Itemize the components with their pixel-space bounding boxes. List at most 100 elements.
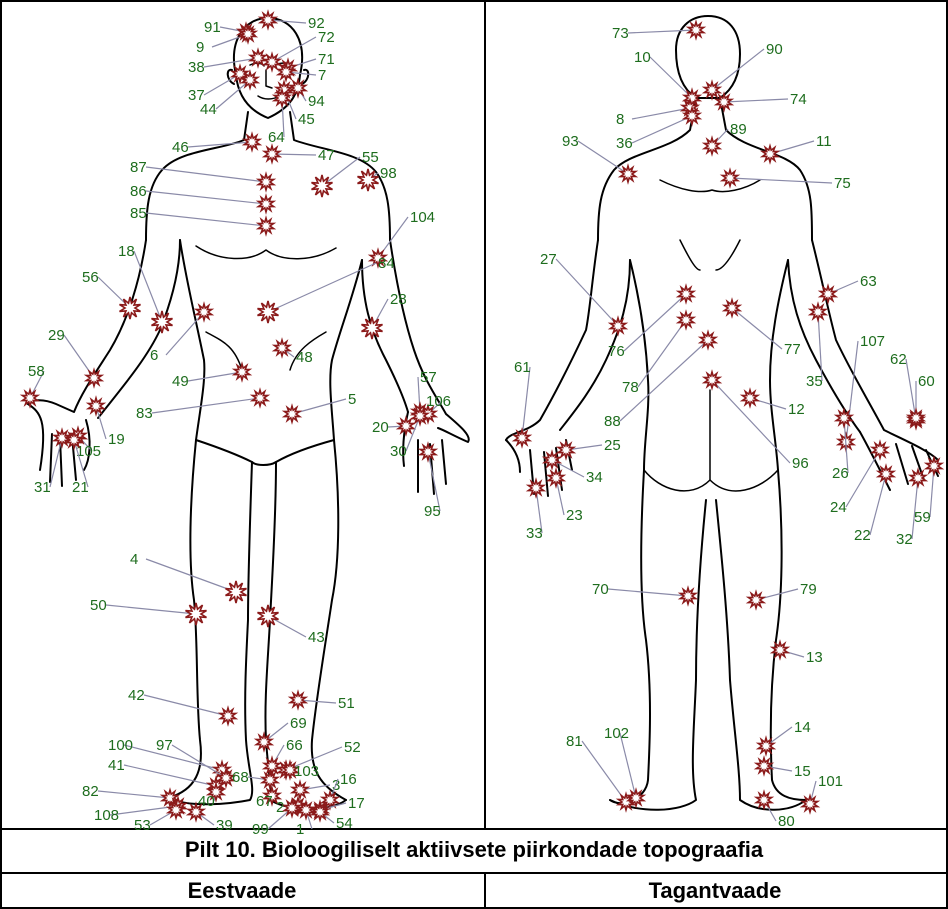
point-label: 66 xyxy=(286,737,303,754)
point-label: 60 xyxy=(918,373,935,390)
point-label: 44 xyxy=(200,101,217,118)
point-label: 19 xyxy=(108,431,125,448)
point-label: 76 xyxy=(608,343,625,360)
point-label: 31 xyxy=(34,479,51,496)
back-point-27: 27 xyxy=(540,251,626,334)
point-label: 107 xyxy=(860,333,885,350)
point-label: 35 xyxy=(806,373,823,390)
point-label: 6 xyxy=(150,347,158,364)
point-label: 63 xyxy=(860,273,877,290)
point-marker xyxy=(244,134,259,150)
point-label: 16 xyxy=(340,771,357,788)
leader-line xyxy=(152,398,260,413)
leader-line xyxy=(124,765,216,786)
point-label: 13 xyxy=(806,649,823,666)
point-marker xyxy=(292,782,307,798)
point-label: 7 xyxy=(318,67,326,84)
point-label: 32 xyxy=(896,531,913,548)
back-point-90: 90 xyxy=(704,41,782,98)
point-label: 58 xyxy=(28,363,45,380)
point-label: 102 xyxy=(604,725,629,742)
leader-line xyxy=(188,372,242,381)
point-marker xyxy=(724,300,739,316)
leader-line xyxy=(650,57,692,98)
back-point-77: 77 xyxy=(724,300,800,358)
point-label: 96 xyxy=(792,455,809,472)
point-label: 41 xyxy=(108,757,125,774)
point-marker xyxy=(878,466,893,482)
point-label: 5 xyxy=(348,391,356,408)
back-point-102: 102 xyxy=(604,725,644,806)
back-point-74: 74 xyxy=(716,91,806,110)
front-point-47: 47 xyxy=(264,146,334,164)
leader-line xyxy=(846,450,880,507)
front-point-5: 5 xyxy=(284,391,356,422)
point-label: 93 xyxy=(562,133,579,150)
point-label: 47 xyxy=(318,147,335,164)
front-view-label: Eestvaade xyxy=(2,872,482,909)
point-label: 15 xyxy=(794,763,811,780)
point-label: 78 xyxy=(622,379,639,396)
point-label: 55 xyxy=(362,149,379,166)
point-label: 33 xyxy=(526,525,543,542)
front-point-41: 41 xyxy=(108,757,224,794)
point-label: 73 xyxy=(612,25,629,42)
point-label: 83 xyxy=(136,405,153,422)
point-marker xyxy=(264,146,279,162)
leader-line xyxy=(624,294,686,351)
point-label: 25 xyxy=(604,437,621,454)
point-marker xyxy=(722,170,737,186)
point-label: 79 xyxy=(800,581,817,598)
front-point-43: 43 xyxy=(258,605,325,646)
point-label: 85 xyxy=(130,205,147,222)
figure-caption: Pilt 10. Bioloogiliselt aktiivsete piirk… xyxy=(2,828,946,872)
point-marker xyxy=(558,442,573,458)
point-label: 48 xyxy=(296,349,313,366)
point-label: 18 xyxy=(118,243,135,260)
point-label: 70 xyxy=(592,581,609,598)
point-label: 28 xyxy=(390,291,407,308)
back-point-12: 12 xyxy=(742,390,804,418)
front-point-56: 56 xyxy=(82,269,141,319)
point-label: 100 xyxy=(108,737,133,754)
point-marker xyxy=(252,390,267,406)
point-label: 74 xyxy=(790,91,807,108)
leader-line xyxy=(870,474,886,535)
point-label: 68 xyxy=(232,769,249,786)
point-marker xyxy=(262,772,277,788)
back-point-33: 33 xyxy=(526,480,544,542)
front-point-98: 98 xyxy=(358,165,397,191)
front-point-95: 95 xyxy=(420,444,440,520)
point-marker xyxy=(420,444,435,460)
front-point-87: 87 xyxy=(130,159,274,190)
point-label: 90 xyxy=(766,41,783,58)
leader-line xyxy=(144,695,228,716)
point-marker xyxy=(234,364,249,380)
back-point-10: 10 xyxy=(634,49,700,106)
point-label: 27 xyxy=(540,251,557,268)
point-marker xyxy=(528,480,543,496)
point-marker xyxy=(678,312,693,328)
point-label: 103 xyxy=(294,763,319,780)
point-marker xyxy=(620,166,635,182)
point-label: 101 xyxy=(818,773,843,790)
point-label: 42 xyxy=(128,687,145,704)
leader-line xyxy=(628,30,696,33)
point-label: 12 xyxy=(788,401,805,418)
point-label: 26 xyxy=(832,465,849,482)
point-label: 17 xyxy=(348,795,365,812)
back-point-63: 63 xyxy=(820,273,876,302)
point-marker xyxy=(260,12,275,28)
point-label: 56 xyxy=(82,269,99,286)
point-label: 61 xyxy=(514,359,531,376)
back-point-22: 22 xyxy=(854,466,894,544)
front-point-42: 42 xyxy=(128,687,236,724)
leader-line xyxy=(620,733,636,798)
point-marker xyxy=(872,442,887,458)
point-marker xyxy=(716,94,731,110)
leader-line xyxy=(146,167,266,182)
point-marker xyxy=(742,390,757,406)
front-point-49: 49 xyxy=(172,364,250,390)
